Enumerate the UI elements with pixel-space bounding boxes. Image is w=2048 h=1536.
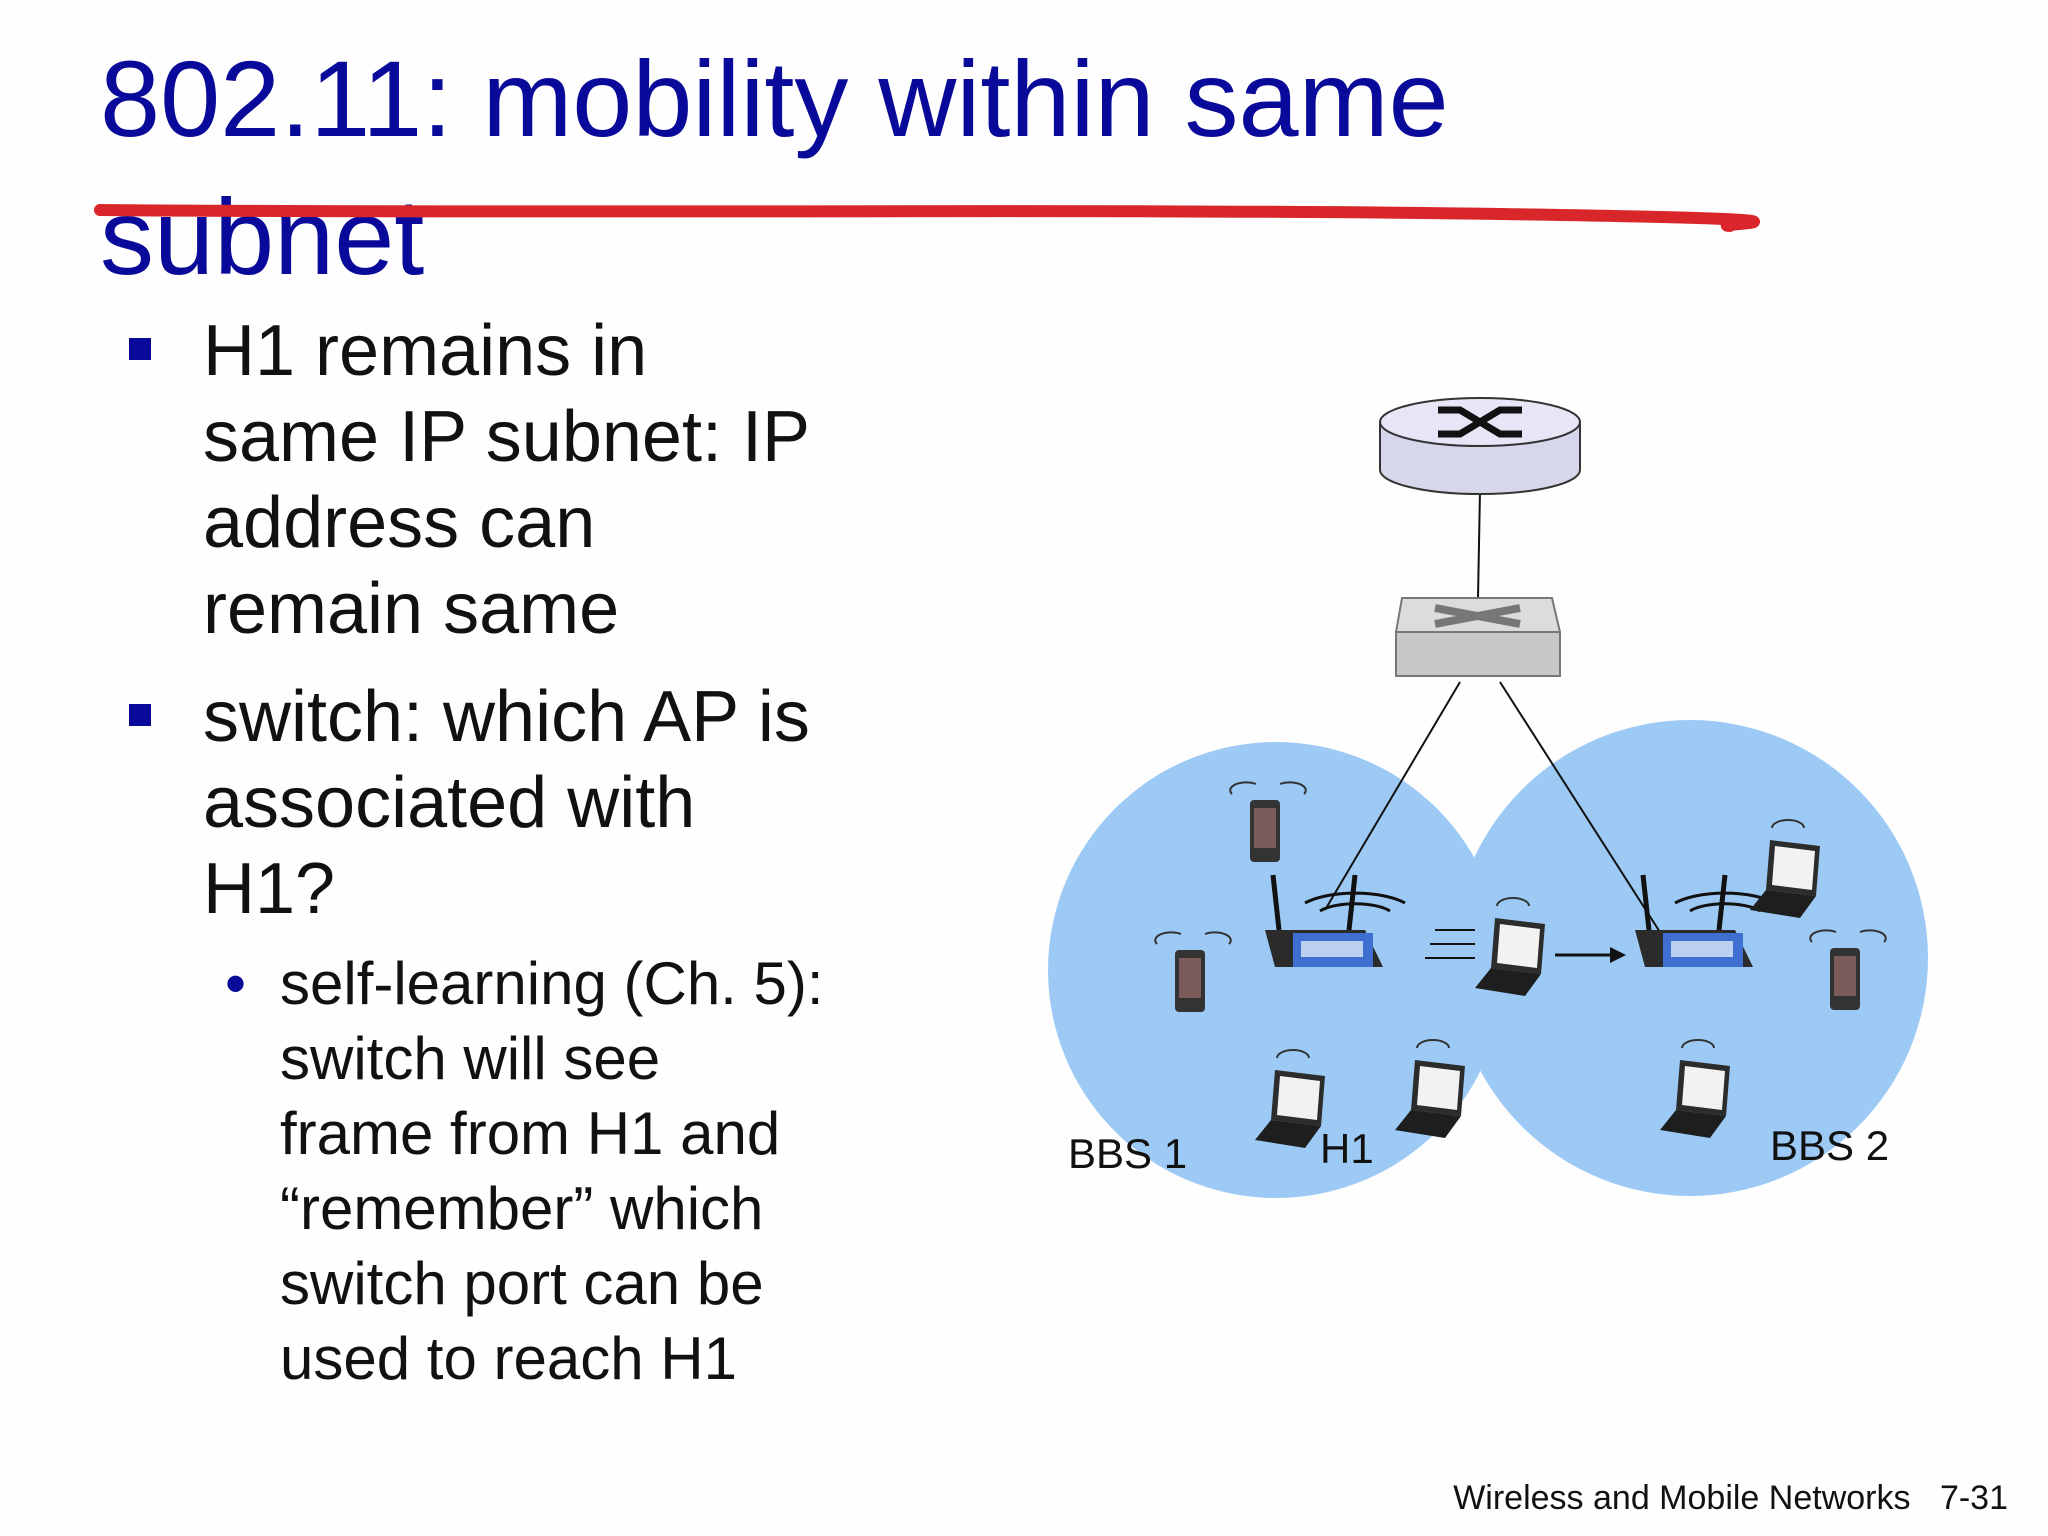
switch-ap1-link bbox=[1324, 681, 1461, 911]
motion-lines bbox=[1425, 929, 1475, 959]
bbs2-label: BBS 2 bbox=[1770, 1122, 1890, 1169]
network-diagram-graphic bbox=[1048, 397, 1928, 1198]
bullet-list: H1 remains in same IP subnet: IP address… bbox=[125, 308, 945, 1418]
phone-icon bbox=[1154, 931, 1232, 1012]
bullet-line: H1 remains in bbox=[203, 311, 648, 391]
bullet-line: switch: which AP is bbox=[203, 677, 810, 757]
sub-bullet-line: switch will see bbox=[280, 1025, 661, 1092]
network-diagram: BBS 1 H1 BBS 2 bbox=[1040, 370, 1960, 1230]
router-icon bbox=[1379, 397, 1581, 495]
h1-label: H1 bbox=[1320, 1125, 1374, 1172]
sub-bullet-line: “remember” which bbox=[280, 1175, 764, 1242]
switch-icon bbox=[1394, 597, 1562, 677]
slide-footer: Wireless and Mobile Networks 7-31 bbox=[1453, 1479, 2008, 1518]
slide-title: 802.11: mobility within same subnet bbox=[100, 38, 1449, 297]
laptop-icon bbox=[1660, 1039, 1730, 1138]
phone-icon bbox=[1229, 781, 1307, 862]
bullet-line: H1? bbox=[203, 849, 336, 929]
laptop-icon bbox=[1395, 1039, 1465, 1138]
bss1-cell bbox=[1048, 742, 1504, 1198]
sub-bullet-self-learning: • self-learning (Ch. 5): switch will see… bbox=[125, 946, 945, 1396]
bullet-line: remain same bbox=[203, 569, 620, 649]
phone-icon bbox=[1809, 929, 1887, 1010]
bullet-line: same IP subnet: IP bbox=[203, 397, 811, 477]
move-arrow bbox=[1555, 947, 1626, 963]
bbs1-label: BBS 1 bbox=[1068, 1130, 1188, 1177]
round-bullet-icon: • bbox=[225, 950, 247, 1017]
access-point-1-icon bbox=[1265, 874, 1406, 967]
switch-ap2-link bbox=[1499, 681, 1666, 941]
square-bullet-icon bbox=[129, 704, 151, 726]
bullet-switch-question: switch: which AP is associated with H1? … bbox=[125, 674, 945, 1396]
sub-bullet-line: used to reach H1 bbox=[280, 1325, 737, 1392]
bss-cells bbox=[1048, 720, 1928, 1198]
sub-bullet-line: switch port can be bbox=[280, 1250, 764, 1317]
sub-bullet-line: self-learning (Ch. 5): bbox=[280, 950, 824, 1017]
bullet-ip-subnet: H1 remains in same IP subnet: IP address… bbox=[125, 308, 945, 652]
square-bullet-icon bbox=[129, 338, 151, 360]
laptop-icon bbox=[1750, 819, 1820, 918]
sub-bullet-line: frame from H1 and bbox=[280, 1100, 781, 1167]
access-point-2-icon bbox=[1635, 874, 1776, 967]
router-switch-link bbox=[1477, 489, 1481, 599]
bullet-line: associated with bbox=[203, 763, 696, 843]
laptop-icon bbox=[1255, 1049, 1325, 1148]
footer-chapter: Wireless and Mobile Networks bbox=[1453, 1479, 1911, 1517]
h1-laptop-icon bbox=[1475, 897, 1545, 996]
bullet-line: address can bbox=[203, 483, 596, 563]
links bbox=[1324, 489, 1666, 941]
footer-page-number: 7-31 bbox=[1939, 1479, 2008, 1517]
